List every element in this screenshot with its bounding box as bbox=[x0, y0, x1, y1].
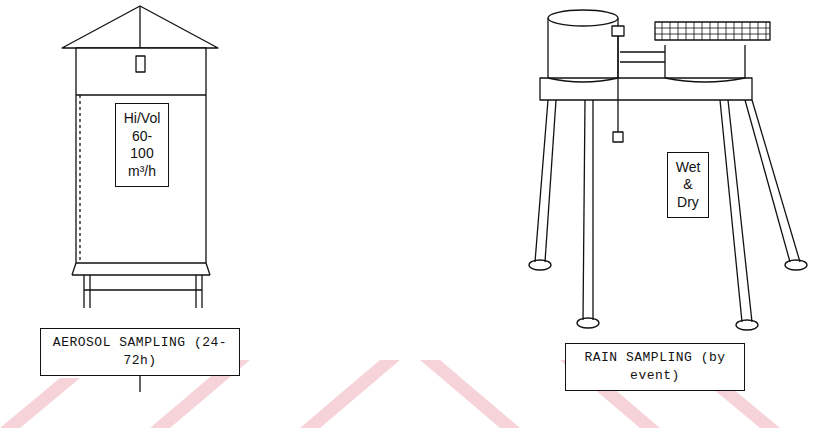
grid-lid bbox=[655, 22, 770, 40]
rain-sampler bbox=[529, 10, 807, 330]
label-text: AEROSOL SAMPLING (24-72h) bbox=[51, 334, 229, 369]
caption-box: AEROSOL SAMPLING (24-72h) bbox=[40, 328, 240, 375]
label-text: Hi/Vol 60-100 m³/h bbox=[124, 110, 161, 180]
instrument-label: Wet & Dry bbox=[667, 152, 710, 219]
label-text: RAIN SAMPLING (by event) bbox=[576, 349, 734, 384]
instrument-label: Hi/Vol 60-100 m³/h bbox=[115, 103, 170, 187]
caption-box: RAIN SAMPLING (by event) bbox=[565, 343, 745, 390]
label-text: Wet & Dry bbox=[676, 159, 701, 212]
